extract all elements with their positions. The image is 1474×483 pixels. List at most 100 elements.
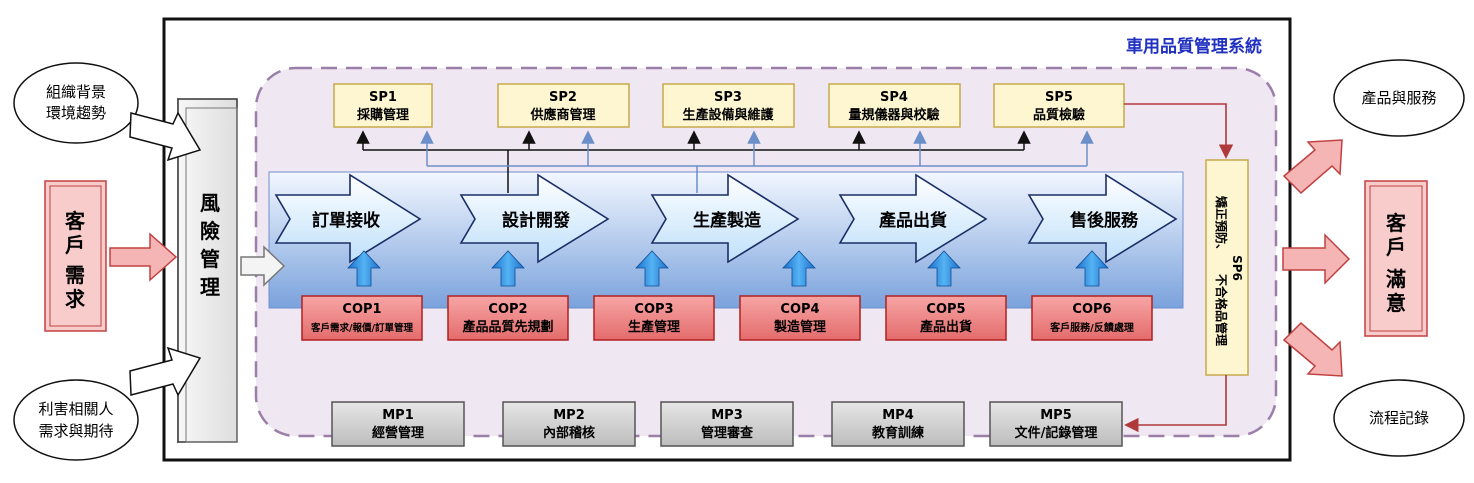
flow-step-arrow: 產品出貨 bbox=[838, 173, 988, 264]
cop-name: 製造管理 bbox=[773, 319, 826, 335]
customer-needs-char: 戶 bbox=[65, 233, 85, 257]
sp-box: SP5 品質檢驗 bbox=[993, 83, 1125, 128]
customer-needs-box: 客 戶 需 求 bbox=[44, 180, 107, 332]
up-arrow-icon bbox=[782, 250, 816, 287]
flow-step-label: 售後服務 bbox=[1070, 210, 1139, 231]
cop-box: COP5 產品出貨 bbox=[885, 295, 1007, 341]
cop-box: COP6 客戶服務/反饋處理 bbox=[1031, 295, 1153, 341]
sp-box: SP4 量規儀器與校驗 bbox=[828, 83, 961, 128]
satisfaction-char: 客 bbox=[1385, 211, 1407, 235]
satisfaction-char: 滿 bbox=[1386, 267, 1406, 291]
cop-name: 生產管理 bbox=[628, 319, 680, 335]
mp-box: MP3 管理審查 bbox=[660, 401, 794, 447]
sp-code: SP1 bbox=[369, 90, 397, 105]
sp-name: 生產設備與維護 bbox=[682, 107, 774, 123]
mp-box: MP5 文件/記錄管理 bbox=[989, 401, 1123, 447]
context-ellipse: 組織背景 環境趨勢 bbox=[13, 62, 139, 144]
mp-code: MP5 bbox=[1040, 408, 1072, 423]
cop-name: 客戶服務/反饋處理 bbox=[1049, 321, 1134, 334]
cop-code: COP3 bbox=[634, 302, 673, 317]
sp6-line: 不合格品管理 bbox=[1214, 274, 1229, 346]
cop-code: COP1 bbox=[342, 302, 381, 317]
sp-name: 採購管理 bbox=[357, 107, 409, 123]
flow-step-label: 訂單接收 bbox=[312, 210, 380, 231]
sp-code: SP5 bbox=[1045, 90, 1073, 105]
mp-name: 內部稽核 bbox=[543, 425, 595, 441]
mp-name: 經營管理 bbox=[372, 425, 424, 441]
flow-step-label: 生產製造 bbox=[693, 210, 762, 231]
input-arrow-context bbox=[129, 111, 202, 162]
cop-box: COP1 客戶需求/報價/訂單管理 bbox=[301, 295, 423, 341]
sp-box: SP2 供應商管理 bbox=[497, 83, 630, 128]
support-connector-blue bbox=[420, 130, 1094, 193]
output-arrow-satisfaction bbox=[1282, 233, 1351, 285]
system-title: 車用品質管理系統 bbox=[1126, 36, 1262, 57]
flow-step-label: 產品出貨 bbox=[879, 210, 947, 231]
sp-name: 品質檢驗 bbox=[1033, 107, 1085, 123]
customer-satisfaction-box: 客 戶 滿 意 bbox=[1364, 180, 1428, 337]
up-arrow-icon bbox=[927, 250, 961, 287]
records-label: 流程記錄 bbox=[1369, 409, 1429, 427]
cop-code: COP5 bbox=[926, 302, 965, 317]
mp-code: MP2 bbox=[553, 408, 585, 423]
sp6-line: 矯正預防、 bbox=[1214, 195, 1229, 256]
sp-name: 量規儀器與校驗 bbox=[848, 107, 939, 123]
mp-name: 文件/記錄管理 bbox=[1015, 425, 1098, 441]
products-ellipse: 產品與服務 bbox=[1333, 59, 1465, 137]
products-label: 產品與服務 bbox=[1361, 89, 1436, 107]
sp-code: SP4 bbox=[880, 90, 908, 105]
cop-code: COP6 bbox=[1072, 302, 1111, 317]
records-ellipse: 流程記錄 bbox=[1333, 379, 1465, 457]
sp6-box: SP6 矯正預防、 不合格品管理 bbox=[1205, 159, 1249, 376]
mp-box: MP1 經營管理 bbox=[331, 401, 465, 447]
customer-needs-char: 客 bbox=[64, 209, 86, 233]
sp-name: 供應商管理 bbox=[529, 107, 595, 123]
sp-code: SP3 bbox=[714, 90, 742, 105]
cop-box: COP4 製造管理 bbox=[739, 295, 861, 341]
mp-name: 管理審查 bbox=[701, 425, 754, 441]
input-arrow-to-band bbox=[240, 245, 286, 287]
up-arrow-icon bbox=[1075, 250, 1109, 287]
customer-needs-char: 需 bbox=[65, 263, 85, 287]
risk-char: 管 bbox=[200, 247, 220, 271]
cop-box: COP3 生產管理 bbox=[593, 295, 715, 341]
up-arrow-icon bbox=[635, 250, 669, 287]
output-arrow-products bbox=[1282, 139, 1343, 195]
cop-name: 客戶需求/報價/訂單管理 bbox=[310, 322, 413, 334]
risk-char: 理 bbox=[200, 275, 220, 299]
risk-char: 險 bbox=[200, 219, 220, 243]
stakeholder-ellipse: 利害相關人 需求與期待 bbox=[13, 379, 139, 461]
support-connector-black bbox=[356, 130, 1031, 193]
cop-name: 產品品質先規劃 bbox=[461, 319, 553, 335]
flow-step-arrow: 訂單接收 bbox=[274, 173, 422, 264]
mp-box: MP2 內部稽核 bbox=[502, 401, 636, 447]
cop-box: COP2 產品品質先規劃 bbox=[447, 295, 569, 341]
customer-needs-char: 求 bbox=[65, 287, 86, 311]
stakeholder-line: 需求與期待 bbox=[38, 422, 113, 440]
input-arrow-customer bbox=[109, 232, 178, 282]
context-line: 組織背景 bbox=[46, 83, 106, 101]
cop-code: COP2 bbox=[488, 302, 527, 317]
mp-code: MP4 bbox=[882, 408, 914, 423]
input-arrow-stakeholder bbox=[129, 346, 202, 397]
context-line: 環境趨勢 bbox=[46, 104, 106, 122]
flow-step-arrow: 生產製造 bbox=[650, 173, 800, 264]
flow-step-arrow: 設計開發 bbox=[459, 173, 610, 264]
flow-step-label: 設計開發 bbox=[502, 210, 570, 231]
stakeholder-line: 利害相關人 bbox=[38, 400, 113, 418]
sp-code: SP2 bbox=[549, 90, 577, 105]
risk-char: 風 bbox=[200, 191, 220, 215]
mp-code: MP3 bbox=[711, 408, 743, 423]
mp-box: MP4 教育訓練 bbox=[831, 401, 965, 447]
satisfaction-char: 戶 bbox=[1386, 235, 1406, 259]
output-arrow-records bbox=[1282, 321, 1343, 377]
risk-management-block: 風 險 管 理 bbox=[177, 97, 238, 444]
sp-box: SP1 採購管理 bbox=[333, 83, 433, 128]
cop-code: COP4 bbox=[780, 302, 819, 317]
feedback-connector bbox=[1124, 103, 1234, 433]
sp6-code: SP6 bbox=[1230, 255, 1244, 281]
up-arrow-icon bbox=[491, 250, 525, 287]
up-arrow-icon bbox=[347, 250, 381, 287]
satisfaction-char: 意 bbox=[1386, 291, 1406, 315]
